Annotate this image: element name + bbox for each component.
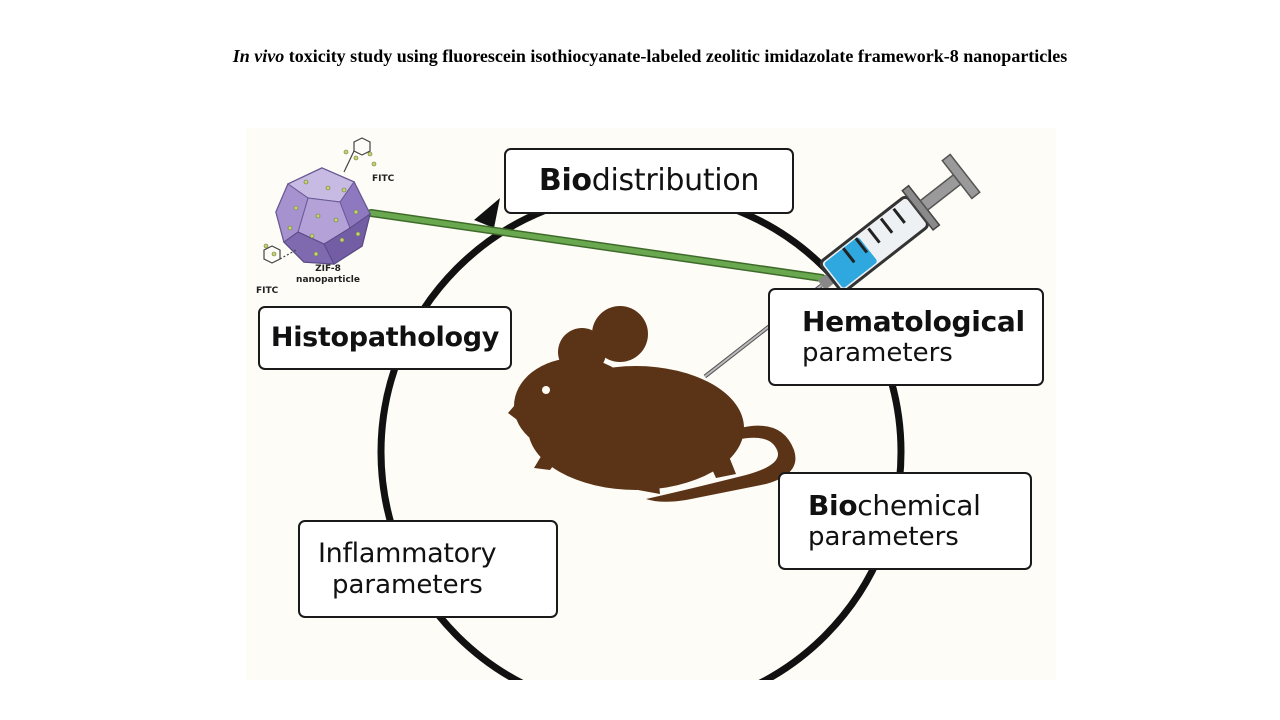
zif8-label: ZIF-8 nanoparticle [292,264,364,286]
biochemical-rest: chemical [857,489,981,522]
node-biodistribution: Biodistribution [504,148,794,214]
zif8-nanoparticle [263,137,377,265]
node-hematological: Hematological parameters [768,288,1044,386]
biochemical-line1: Biochemical [808,490,1030,522]
mouse-silhouette [508,306,796,502]
node-biochemical: Biochemical parameters [778,472,1032,570]
title-italic: In vivo [232,46,285,66]
syringe [703,153,981,379]
mouse-eye [542,386,550,394]
diagram-graphics [263,137,981,680]
node-inflammatory: Inflammatory parameters [298,520,558,618]
node-histopathology: Histopathology [258,306,512,370]
cycle-arrowhead [474,198,500,228]
biochemical-line2: parameters [808,522,959,552]
biodistribution-bold: Bio [538,163,592,198]
histopathology-label: Histopathology [270,322,500,353]
biochemical-bold: Bio [808,489,858,522]
biodistribution-rest: distribution [591,163,760,198]
mouse-whiskers [521,417,547,447]
diagram-panel: FITC FITC ZIF-8 nanoparticle Biodistribu… [246,128,1056,680]
title-rest: toxicity study using fluorescein isothio… [288,46,1068,66]
inflammatory-line2: parameters [332,570,483,600]
biodistribution-label: Biodistribution [538,163,760,198]
inflammatory-line1: Inflammatory [318,538,497,569]
injection-arrow [368,210,825,281]
hematological-line1: Hematological [802,305,1025,338]
fitc-label-top: FITC [372,174,395,184]
zif8-label-line2: nanoparticle [296,275,360,285]
zif8-label-line1: ZIF-8 [315,264,341,274]
fitc-label-bottom: FITC [256,286,279,296]
figure-title: In vivo toxicity study using fluorescein… [220,44,1080,68]
hematological-line2: parameters [802,338,953,368]
